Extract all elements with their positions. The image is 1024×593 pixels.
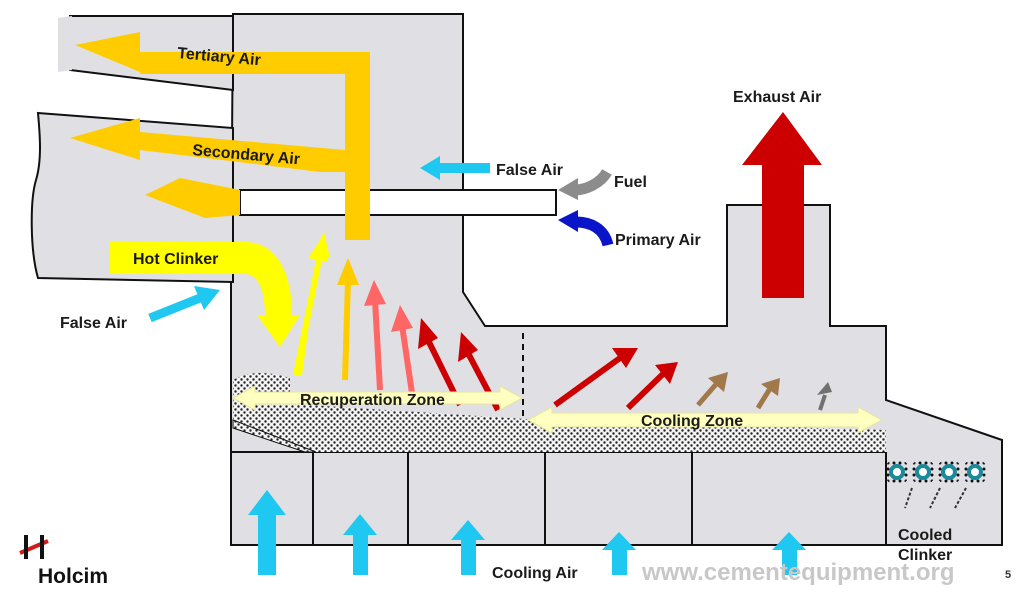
cooled-clinker-label-2: Clinker bbox=[898, 547, 952, 564]
holcim-logo: Holcim bbox=[19, 535, 108, 588]
primary-air-label: Primary Air bbox=[615, 232, 701, 249]
primary-air-arrow bbox=[558, 210, 614, 247]
tertiary-air-arrow bbox=[75, 32, 370, 240]
cooled-clinker-label-1: Cooled bbox=[898, 527, 952, 544]
holcim-logo-mark bbox=[19, 535, 49, 559]
false-air-left-arrow bbox=[148, 286, 220, 323]
hot-clinker-arrow bbox=[110, 242, 300, 347]
cooling-air-label: Cooling Air bbox=[492, 565, 578, 582]
page-number: 5 bbox=[1005, 569, 1011, 581]
flame-icon bbox=[145, 178, 240, 218]
burner-pipe bbox=[239, 189, 557, 216]
cooler-housing bbox=[230, 13, 1003, 546]
clinker-crusher bbox=[884, 459, 988, 509]
cooling-zone-label: Cooling Zone bbox=[641, 413, 743, 430]
kiln-hood bbox=[30, 111, 234, 284]
cooling-gas-arrows bbox=[553, 348, 832, 411]
fuel-arrow bbox=[558, 168, 612, 200]
watermark-text: www.cementequipment.org bbox=[641, 559, 954, 586]
recuperation-zone-arrow bbox=[231, 385, 524, 411]
false-air-top-arrow bbox=[420, 156, 490, 180]
secondary-air-arrow bbox=[70, 118, 345, 172]
false-air-top-label: False Air bbox=[496, 162, 563, 179]
exhaust-air-arrow bbox=[742, 112, 822, 298]
holcim-logo-text: Holcim bbox=[38, 565, 108, 588]
exhaust-air-label: Exhaust Air bbox=[733, 89, 821, 106]
cooling-zone-arrow bbox=[526, 406, 884, 434]
fuel-label: Fuel bbox=[614, 174, 647, 191]
cooling-air-arrows bbox=[248, 490, 806, 575]
false-air-left-label: False Air bbox=[60, 315, 127, 332]
hot-clinker-label: Hot Clinker bbox=[133, 251, 218, 268]
recuperation-zone-label: Recuperation Zone bbox=[300, 392, 445, 409]
